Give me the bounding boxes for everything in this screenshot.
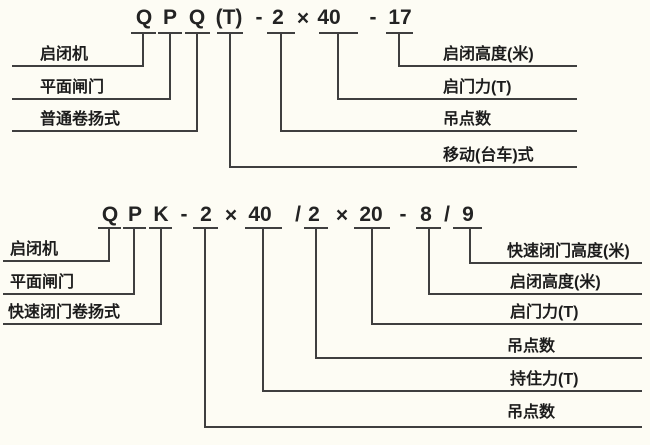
connector-line — [229, 166, 577, 168]
connector-vertical — [160, 227, 162, 323]
code-segment: 9 — [462, 203, 474, 226]
code-segment: 40 — [248, 203, 272, 226]
code-segment: P — [162, 6, 178, 29]
code-segment: - — [180, 203, 188, 226]
code-segment: × — [335, 204, 349, 227]
code-segment: 2 — [272, 6, 284, 29]
connector-vertical — [428, 227, 430, 293]
connector-line — [262, 390, 642, 392]
connector-vertical — [280, 32, 282, 130]
label-ordinary-winch: 普通卷扬式 — [40, 111, 121, 128]
connector-line — [204, 426, 642, 428]
connector-line — [371, 323, 642, 325]
code-segment: - — [255, 6, 263, 29]
connector-line — [12, 130, 198, 132]
code-segment: - — [399, 203, 407, 226]
code-segment: (T) — [215, 6, 243, 29]
code-segment: K — [153, 203, 169, 226]
label-quick-close-height: 快速闭门高度(米) — [507, 243, 630, 260]
code-segment: Q — [101, 203, 119, 226]
connector-line — [12, 65, 144, 67]
code-segment: × — [224, 204, 238, 227]
connector-vertical — [262, 227, 264, 390]
connector-line — [469, 262, 642, 264]
code-segment: / — [444, 203, 450, 226]
code-segment: 8 — [420, 203, 432, 226]
connector-vertical — [204, 227, 206, 426]
connector-line — [398, 65, 577, 67]
label-lift-height: 启闭高度(米) — [510, 274, 601, 291]
label-lift-height: 启闭高度(米) — [443, 46, 534, 63]
connector-vertical — [469, 227, 471, 262]
connector-vertical — [337, 32, 339, 98]
connector-vertical — [315, 227, 317, 357]
connector-line — [3, 293, 135, 295]
code-segment: 2 — [200, 203, 212, 226]
label-lift-points: 吊点数 — [507, 404, 556, 421]
label-hoist: 启闭机 — [10, 241, 59, 258]
code-segment: 17 — [388, 6, 412, 29]
connector-vertical — [398, 32, 400, 65]
code-segment: Q — [135, 6, 153, 29]
label-plane-gate: 平面闸门 — [10, 274, 75, 291]
code-segment: 2 — [308, 203, 320, 226]
connector-vertical — [142, 32, 144, 65]
code-segment: 20 — [359, 203, 383, 226]
label-lift-points: 吊点数 — [443, 111, 492, 128]
label-holding-force: 持住力(T) — [510, 371, 579, 388]
code-segment: P — [127, 203, 143, 226]
connector-vertical — [169, 32, 171, 98]
connector-line — [280, 130, 577, 132]
connector-line — [3, 323, 162, 325]
label-lift-force: 启门力(T) — [510, 304, 579, 321]
label-plane-gate: 平面闸门 — [40, 79, 105, 96]
connector-vertical — [196, 32, 198, 130]
code-segment: - — [369, 6, 377, 29]
label-lift-points: 吊点数 — [507, 338, 556, 355]
connector-vertical — [371, 227, 373, 323]
connector-line — [3, 260, 110, 262]
code-segment: Q — [188, 6, 206, 29]
connector-vertical — [133, 227, 135, 293]
connector-line — [337, 98, 577, 100]
label-lift-force: 启门力(T) — [443, 79, 512, 96]
underline-tick — [453, 227, 482, 229]
connector-vertical — [108, 227, 110, 260]
connector-line — [12, 98, 171, 100]
code-segment: / — [295, 203, 301, 226]
code-segment: 40 — [317, 6, 341, 29]
label-mobile-trolley: 移动(台车)式 — [443, 147, 534, 164]
label-quick-close-winch: 快速闭门卷扬式 — [8, 304, 121, 321]
label-hoist: 启闭机 — [40, 46, 89, 63]
connector-line — [315, 357, 642, 359]
connector-vertical — [229, 32, 231, 166]
code-segment: × — [296, 7, 310, 30]
connector-line — [428, 293, 642, 295]
